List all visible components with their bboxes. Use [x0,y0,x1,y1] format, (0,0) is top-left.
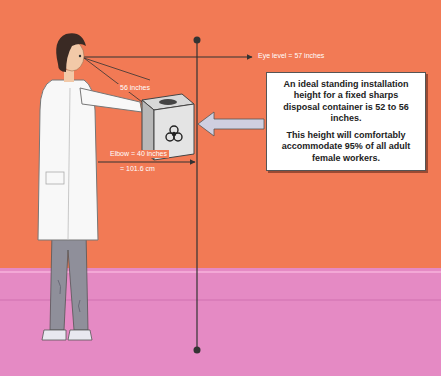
callout-text: An ideal standing installation height fo… [275,79,417,124]
end-dot [194,347,201,354]
elbow-line [98,162,195,163]
legs [50,232,88,330]
callout-arrow [198,112,264,136]
measure-line [196,40,197,350]
dimension-label: 56 inches [118,84,152,92]
shoes [42,330,92,340]
dimension-label: Elbow = 40 inches [108,150,169,158]
eye [79,55,81,57]
floor-stripe [0,300,441,301]
sight-line [84,58,150,80]
biohazard-symbol [166,126,182,141]
end-dot [194,37,201,44]
dimension-label: = 101.6 cm [118,165,157,173]
coat-seam [68,88,70,240]
callout-text: This height will comfortably accommodate… [275,130,417,164]
coat-pocket [46,172,64,184]
dimension-label: Eye level = 57 inches [256,52,326,60]
callout-box: An ideal standing installation height fo… [266,72,426,171]
leg-shading [58,280,80,312]
container-opening [159,99,177,105]
hair [56,33,86,72]
eye-line [84,57,252,58]
